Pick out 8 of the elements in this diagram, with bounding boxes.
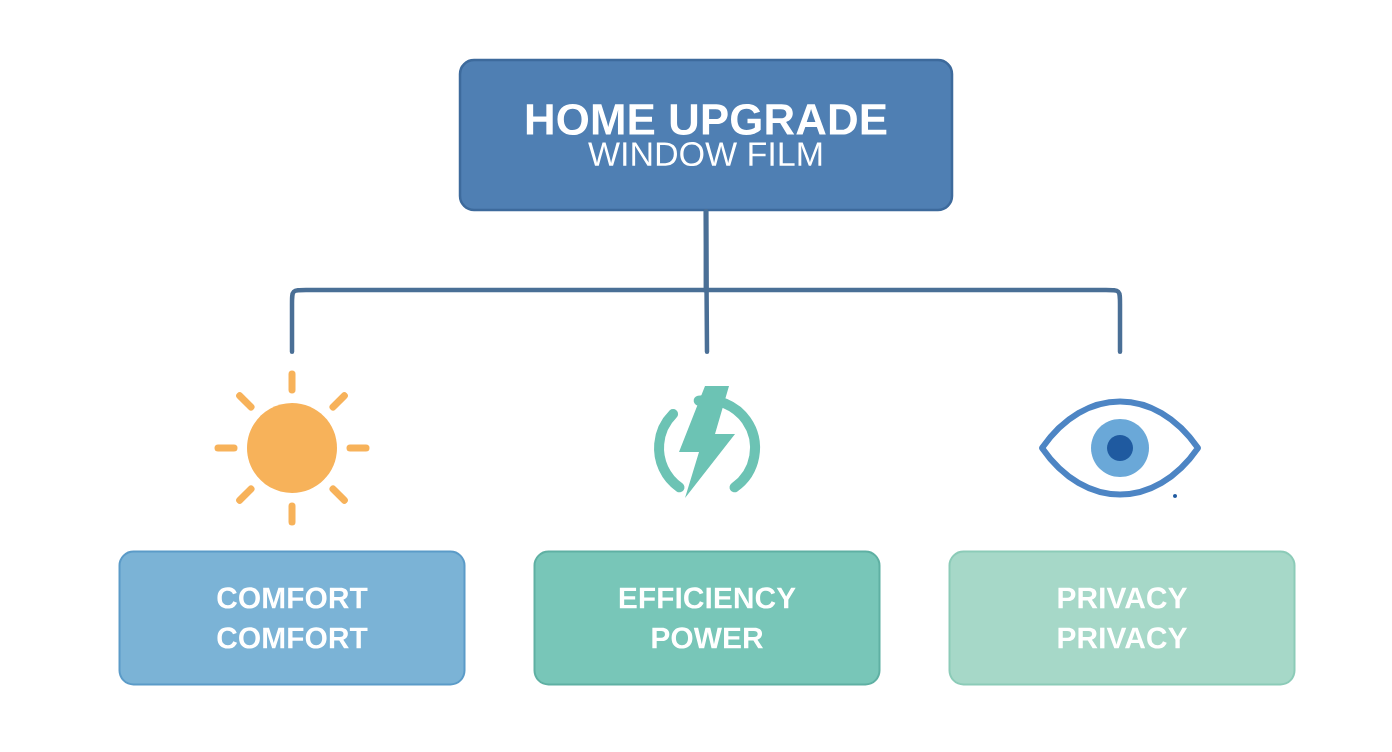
category-box: PRIVACY PRIVACY — [948, 550, 1296, 686]
sun-icon — [214, 370, 370, 526]
category-box: COMFORT COMFORT — [118, 550, 466, 686]
connector-line — [703, 209, 1123, 355]
lightning-bolt-icon — [654, 386, 760, 498]
title-box: HOME UPGRADE WINDOW FILM — [458, 58, 954, 212]
category-box: EFFICIENCY POWER — [533, 550, 881, 686]
eye-icon — [1039, 398, 1201, 498]
